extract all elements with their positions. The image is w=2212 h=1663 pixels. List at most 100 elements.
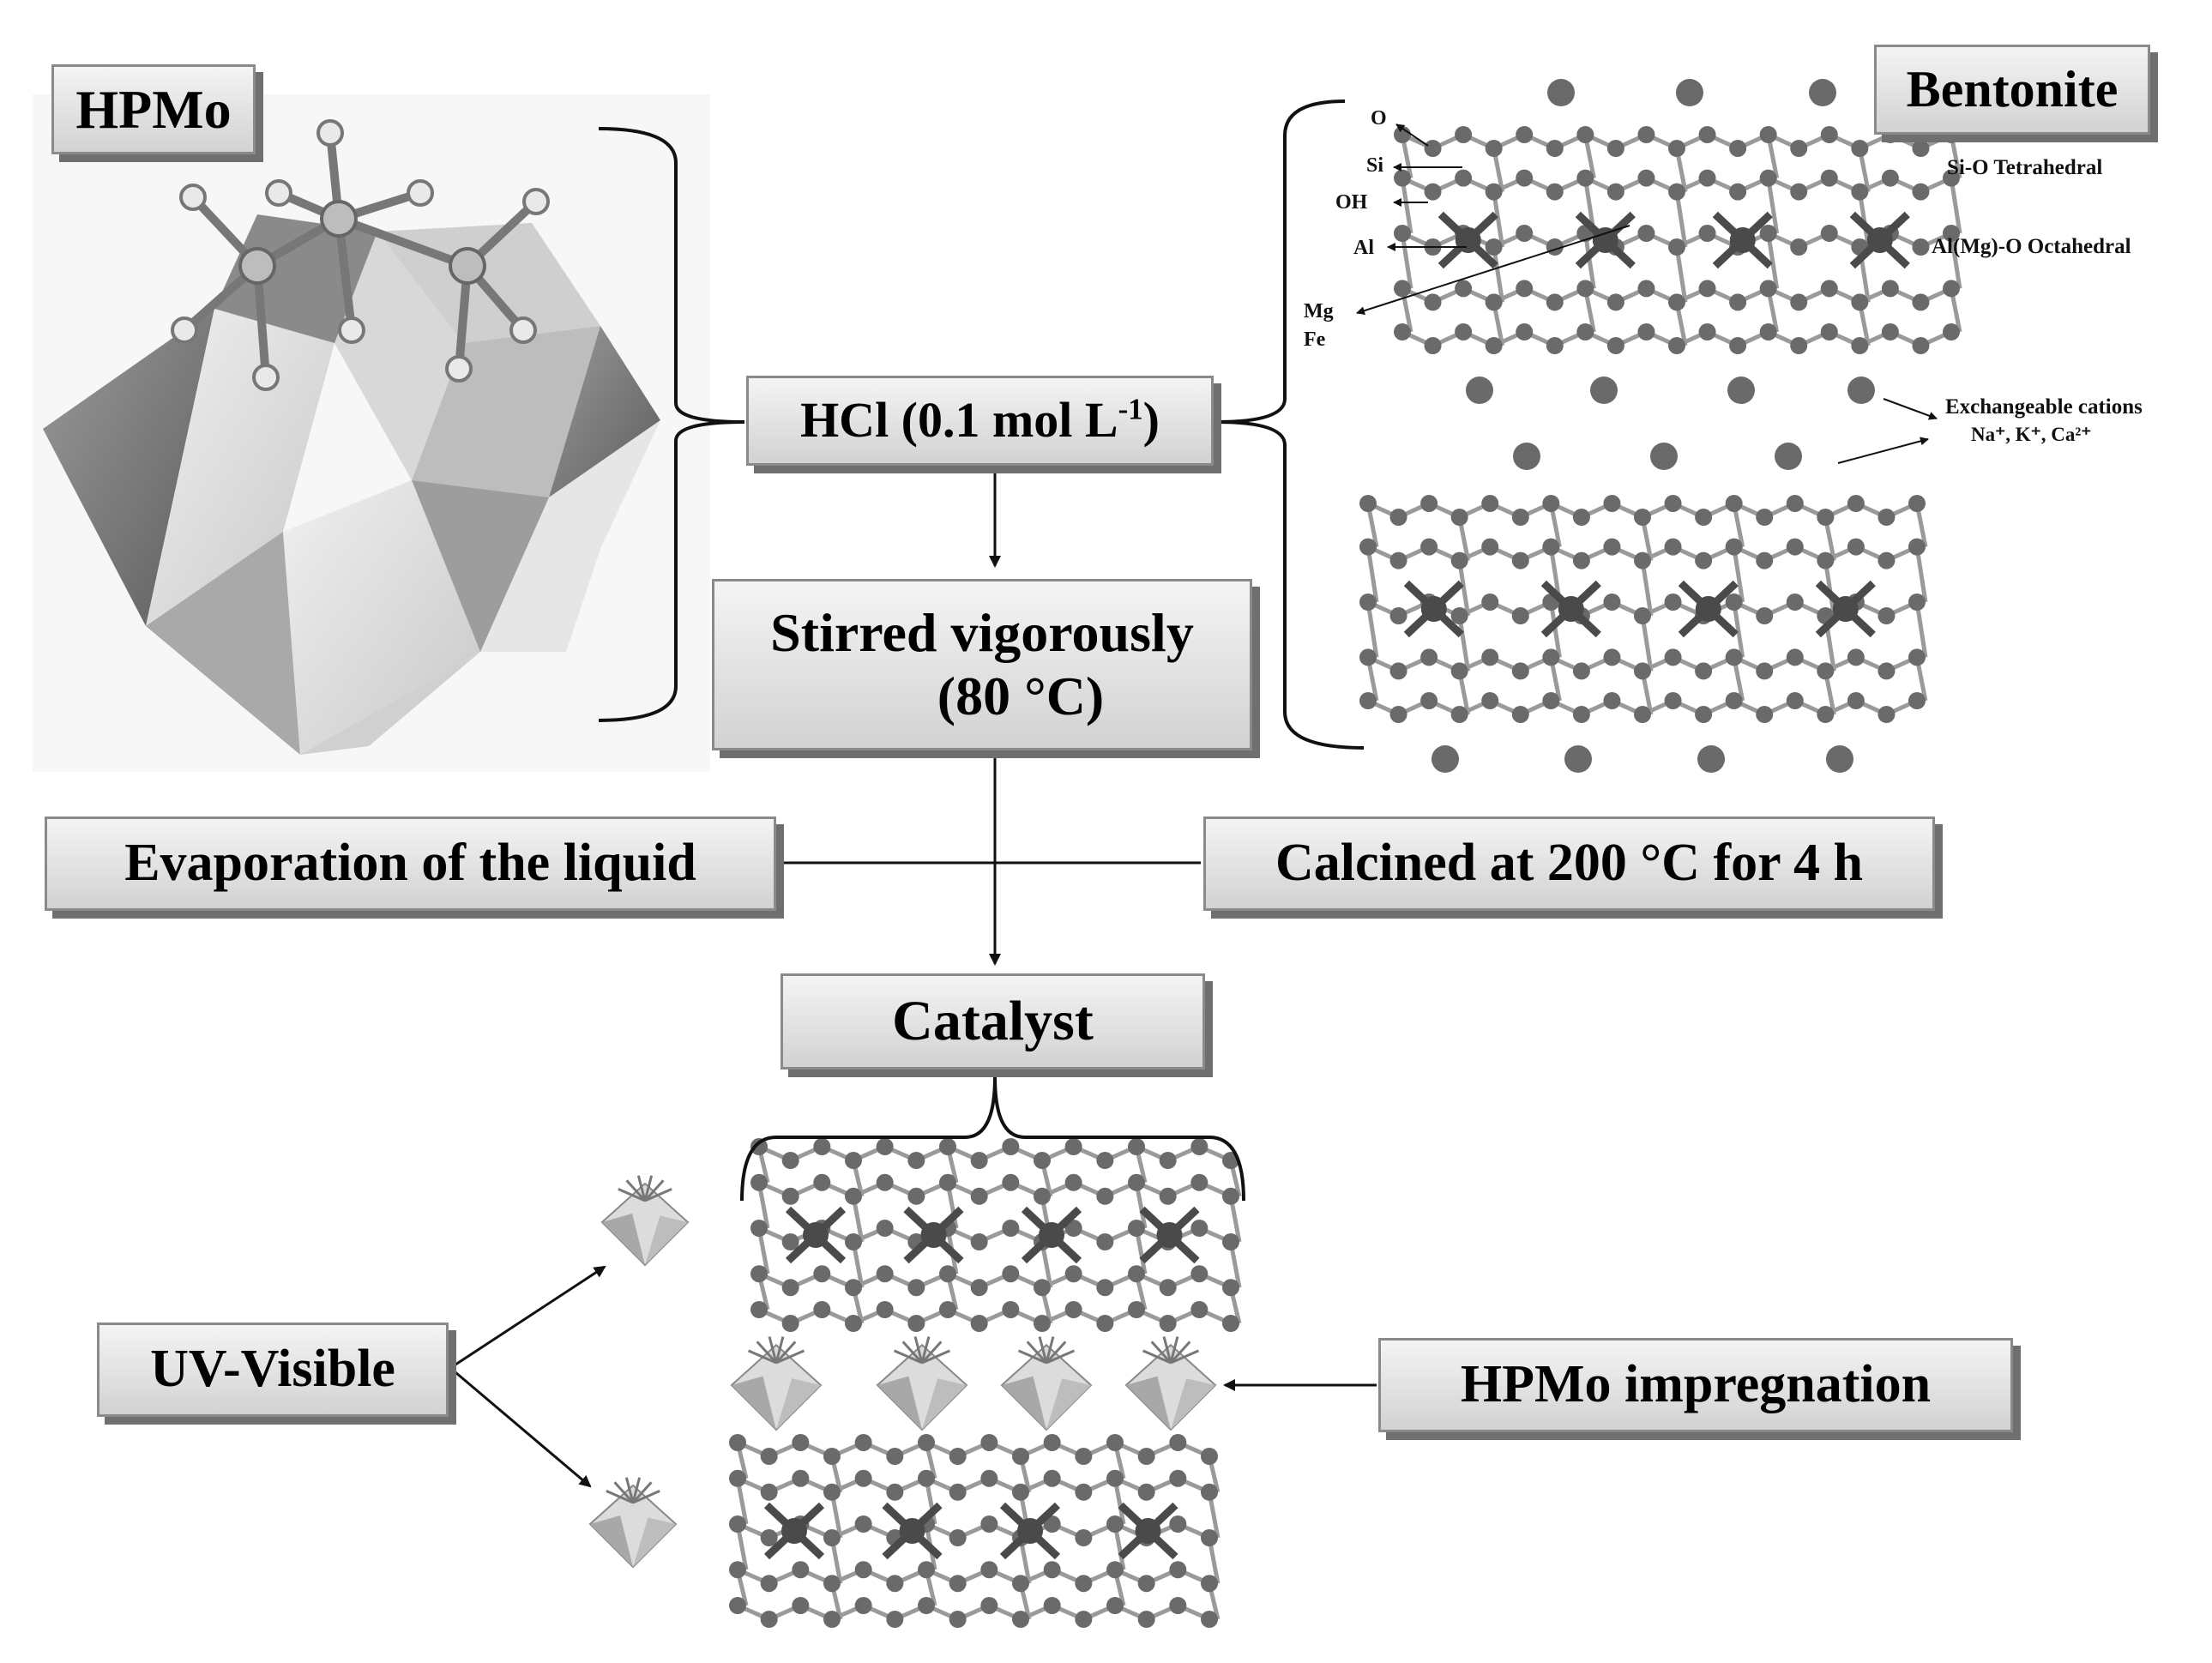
- atom: [1012, 1483, 1029, 1501]
- atom: [1159, 1279, 1177, 1297]
- atom: [1075, 1575, 1093, 1593]
- evaporation-label: Evaporation of the liquid: [124, 834, 696, 893]
- flow-connectors: [449, 463, 1377, 1488]
- atom: [1190, 1301, 1208, 1318]
- atom: [907, 1152, 925, 1169]
- catalyst-label: Catalyst: [892, 990, 1094, 1053]
- hpmo-clusters: [588, 1175, 1217, 1569]
- atom: [1096, 1315, 1114, 1332]
- atom: [949, 1529, 967, 1546]
- atom: [1786, 538, 1804, 556]
- atom: [1698, 323, 1716, 340]
- atom: [1851, 183, 1869, 201]
- atom: [1481, 538, 1499, 556]
- atom: [750, 1138, 768, 1155]
- atom: [1759, 225, 1777, 242]
- label-al: Al: [1353, 237, 1374, 259]
- atom: [1664, 648, 1682, 666]
- atom: [1698, 280, 1716, 298]
- atom: [1043, 1434, 1061, 1451]
- atom: [1820, 280, 1838, 298]
- atom: [1542, 648, 1560, 666]
- atom: [1698, 126, 1716, 143]
- atom: [1725, 538, 1743, 556]
- atom: [1012, 1448, 1029, 1465]
- cluster-facet: [732, 1376, 776, 1430]
- cluster-bond: [1046, 1349, 1076, 1365]
- atom: [1420, 648, 1438, 666]
- atom: [939, 1265, 956, 1283]
- atom: [1634, 662, 1651, 680]
- atom: [750, 1301, 768, 1318]
- atom: [1389, 551, 1407, 569]
- octahedral-center: [920, 1222, 947, 1248]
- atom: [1664, 692, 1682, 709]
- bond: [1457, 560, 1471, 617]
- cation-sphere: [1775, 443, 1802, 470]
- atom: [845, 1233, 862, 1250]
- stirred-line1: Stirred vigorously: [770, 602, 1194, 664]
- atom: [1516, 323, 1534, 340]
- atom: [845, 1187, 862, 1205]
- atom: [980, 1515, 998, 1533]
- atom: [1759, 126, 1777, 143]
- cluster-bond: [893, 1349, 923, 1365]
- atom: [970, 1152, 988, 1169]
- atom: [1847, 538, 1865, 556]
- atom: [1485, 293, 1503, 311]
- cluster-facet: [633, 1517, 676, 1567]
- hpmo-title-box: HPMo: [51, 64, 256, 154]
- atom: [918, 1434, 935, 1451]
- cluster-bond: [1169, 1336, 1179, 1364]
- atom: [1790, 140, 1808, 157]
- cluster-bond: [1026, 1341, 1048, 1365]
- cation-sphere: [1847, 377, 1875, 404]
- atom: [729, 1515, 746, 1533]
- cluster-bond: [1045, 1341, 1067, 1365]
- atom: [1637, 169, 1655, 187]
- atom: [1485, 183, 1503, 201]
- atom: [1455, 280, 1473, 298]
- octahedral-center: [1039, 1222, 1064, 1248]
- stirred-box: Stirred vigorously (80 °C): [712, 579, 1252, 750]
- atom: [1668, 337, 1685, 354]
- atom: [1786, 692, 1804, 709]
- bond: [1492, 246, 1505, 303]
- atom: [1908, 538, 1926, 556]
- atom: [1169, 1561, 1187, 1579]
- atom: [1637, 323, 1655, 340]
- atom: [1637, 225, 1655, 242]
- atom: [1169, 1469, 1187, 1487]
- atom: [1159, 1315, 1177, 1332]
- atom: [1759, 323, 1777, 340]
- atom: [1190, 1220, 1208, 1237]
- cluster-bond: [913, 1336, 924, 1364]
- atom: [1424, 140, 1442, 157]
- bond: [1548, 601, 1562, 658]
- bentonite-upper-layer: [1394, 126, 1962, 354]
- atom: [1485, 337, 1503, 354]
- atom: [1756, 662, 1774, 680]
- atom: [1881, 323, 1899, 340]
- bond: [1732, 546, 1745, 603]
- atom: [1664, 538, 1682, 556]
- atom: [1389, 662, 1407, 680]
- atom: [823, 1483, 841, 1501]
- atom: [1043, 1597, 1061, 1614]
- atom: [1576, 323, 1594, 340]
- bond: [1640, 615, 1654, 672]
- atom: [1002, 1265, 1020, 1283]
- atom: [1394, 280, 1411, 298]
- cluster-bond: [1170, 1349, 1200, 1365]
- atom: [1790, 238, 1808, 256]
- evaporation-box: Evaporation of the liquid: [45, 816, 776, 911]
- atom: [781, 1233, 799, 1250]
- atom: [1012, 1575, 1029, 1593]
- atom: [1169, 1434, 1187, 1451]
- atom: [1450, 551, 1468, 569]
- atom: [1725, 593, 1743, 611]
- atom: [813, 1138, 831, 1155]
- atom: [1820, 225, 1838, 242]
- atom: [1043, 1515, 1061, 1533]
